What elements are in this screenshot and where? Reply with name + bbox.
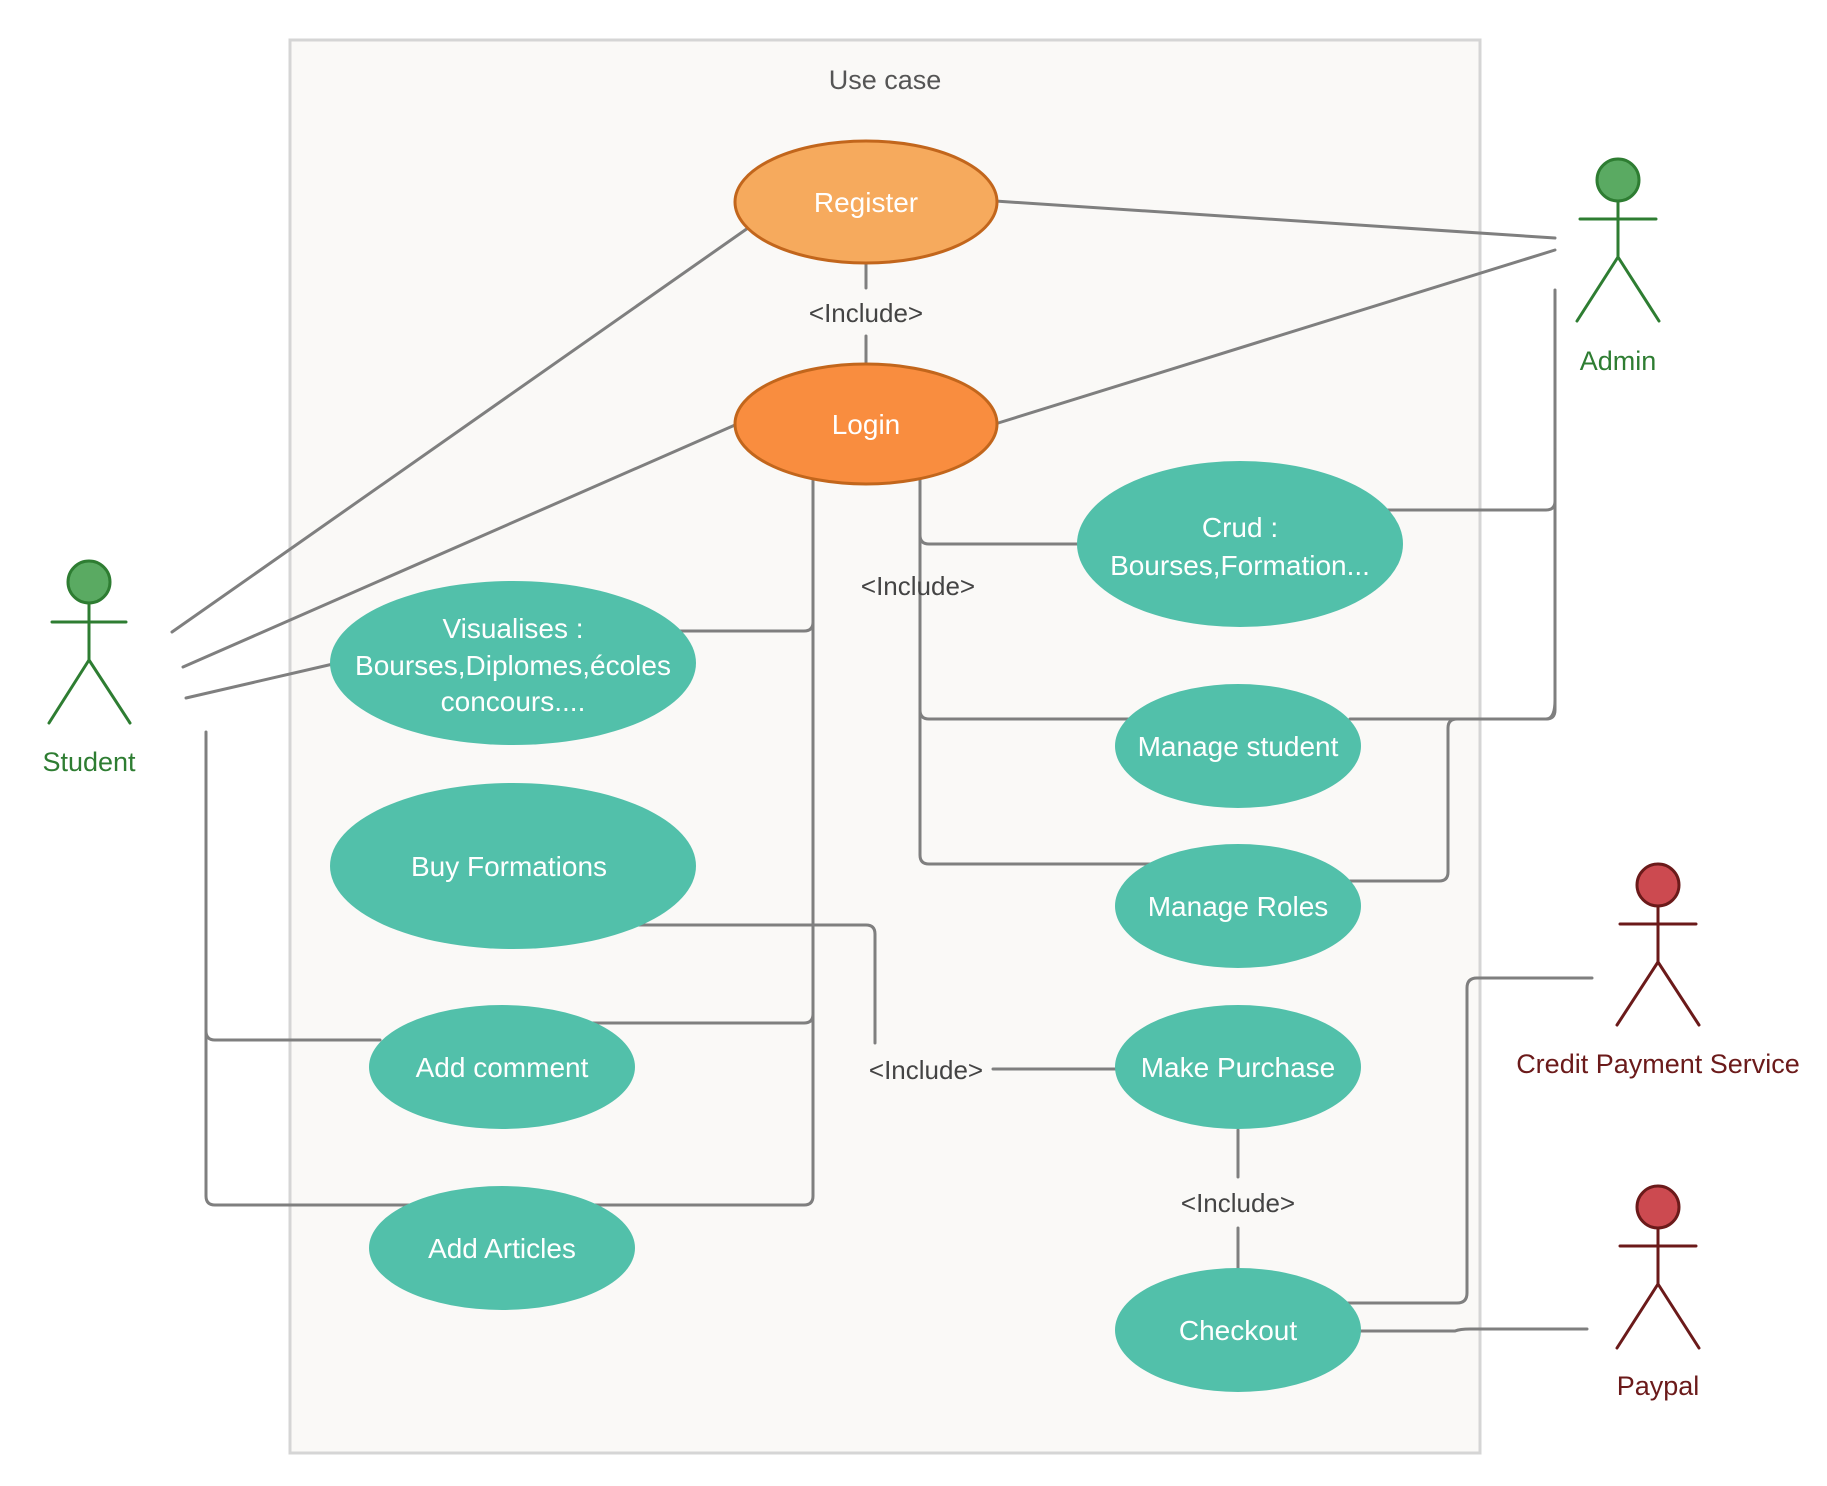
connector-admin-manage-roles [1348, 698, 1557, 883]
include-label: <Include> [809, 298, 923, 328]
actor-label: Admin [1580, 346, 1657, 376]
actor-paypal[interactable]: Paypal [1615, 1184, 1701, 1401]
use-case-label: Add comment [416, 1052, 589, 1083]
actor-label: Paypal [1617, 1371, 1700, 1401]
connector-crud-branch [918, 533, 1080, 546]
use-case-checkout[interactable]: Checkout [1115, 1268, 1361, 1392]
system-title: Use case [829, 65, 942, 95]
use-case-buy-formations[interactable]: Buy Formations [330, 783, 696, 949]
use-case-label: Manage Roles [1148, 891, 1329, 922]
actor-credit-payment-service[interactable]: Credit Payment Service [1516, 862, 1800, 1079]
stick-figure-icon [47, 559, 132, 725]
connector-student-trunk [204, 730, 417, 1207]
actor-label: Student [42, 747, 136, 777]
use-case-manage-roles[interactable]: Manage Roles [1115, 844, 1361, 968]
connector-checkout-credit [1342, 976, 1594, 1305]
stick-figure-icon [1575, 157, 1661, 323]
connector-buy-formations-include [631, 923, 877, 1045]
connector-login-admin [993, 248, 1557, 426]
actor-student[interactable]: Student [42, 559, 136, 777]
use-case-label: Visualises : [442, 613, 583, 644]
actor-admin[interactable]: Admin [1575, 157, 1661, 376]
actor-label: Credit Payment Service [1516, 1049, 1800, 1079]
connector-student-visualises [184, 662, 335, 700]
connector-visualises-branch [676, 620, 815, 633]
use-case-label: Bourses,Diplomes,écoles [355, 650, 671, 681]
use-case-label: Login [832, 409, 901, 440]
use-case-label: Register [814, 187, 918, 218]
use-case-manage-student[interactable]: Manage student [1115, 684, 1361, 808]
connector-student-register [170, 226, 750, 634]
include-label: <Include> [869, 1055, 983, 1085]
connector-student-login [181, 423, 737, 669]
use-case-label: Crud : [1202, 512, 1278, 543]
use-case-label: Bourses,Formation... [1110, 550, 1370, 581]
connector-login-trunk-left [587, 478, 815, 1207]
connector-student-add-comment [204, 1029, 382, 1042]
stick-figure-icon [1615, 1184, 1701, 1350]
use-case-label: Make Purchase [1141, 1052, 1336, 1083]
connector-checkout-paypal [1358, 1327, 1589, 1333]
stick-figure-icon [1615, 862, 1701, 1027]
include-label: <Include> [1181, 1188, 1295, 1218]
use-case-crud[interactable]: Crud : Bourses,Formation... [1077, 461, 1403, 627]
connector-login-trunk-right [918, 478, 1162, 866]
use-case-label: Checkout [1179, 1315, 1298, 1346]
connectors [170, 199, 1594, 1333]
connector-add-comment-branch [588, 1012, 815, 1025]
use-case-add-comment[interactable]: Add comment [369, 1005, 635, 1129]
use-case-label: Add Articles [428, 1233, 576, 1264]
use-case-add-articles[interactable]: Add Articles [369, 1186, 635, 1310]
use-case-register[interactable]: Register [733, 139, 999, 265]
use-case-label: Manage student [1138, 731, 1339, 762]
connector-register-admin [993, 199, 1557, 240]
use-case-label: concours.... [441, 686, 586, 717]
use-case-visualises[interactable]: Visualises : Bourses,Diplomes,écoles con… [330, 581, 696, 745]
include-label: <Include> [861, 571, 975, 601]
use-case-login[interactable]: Login [733, 362, 999, 486]
use-case-label: Buy Formations [411, 851, 607, 882]
use-case-make-purchase[interactable]: Make Purchase [1115, 1005, 1361, 1129]
connector-manage-student-branch [918, 708, 1132, 721]
